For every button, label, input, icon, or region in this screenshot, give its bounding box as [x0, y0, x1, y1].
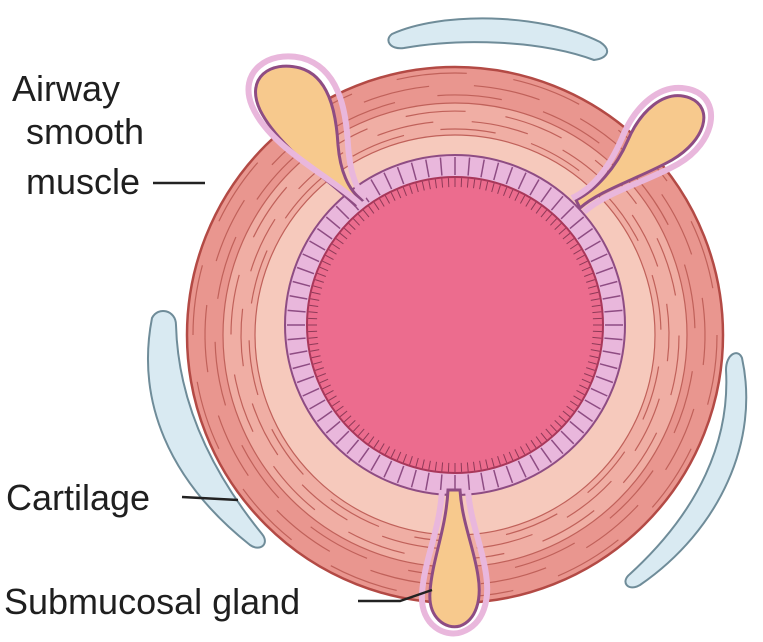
- cartilage-plate-top: [388, 18, 607, 60]
- smooth-muscle-label-line2: smooth: [26, 111, 144, 152]
- airway-lumen: [307, 177, 603, 473]
- smooth-muscle-label-line1: Airway: [12, 68, 120, 109]
- submucosal-gland-label: Submucosal gland: [4, 581, 300, 622]
- smooth-muscle-label-line3: muscle: [26, 161, 140, 202]
- cartilage-label: Cartilage: [6, 477, 150, 518]
